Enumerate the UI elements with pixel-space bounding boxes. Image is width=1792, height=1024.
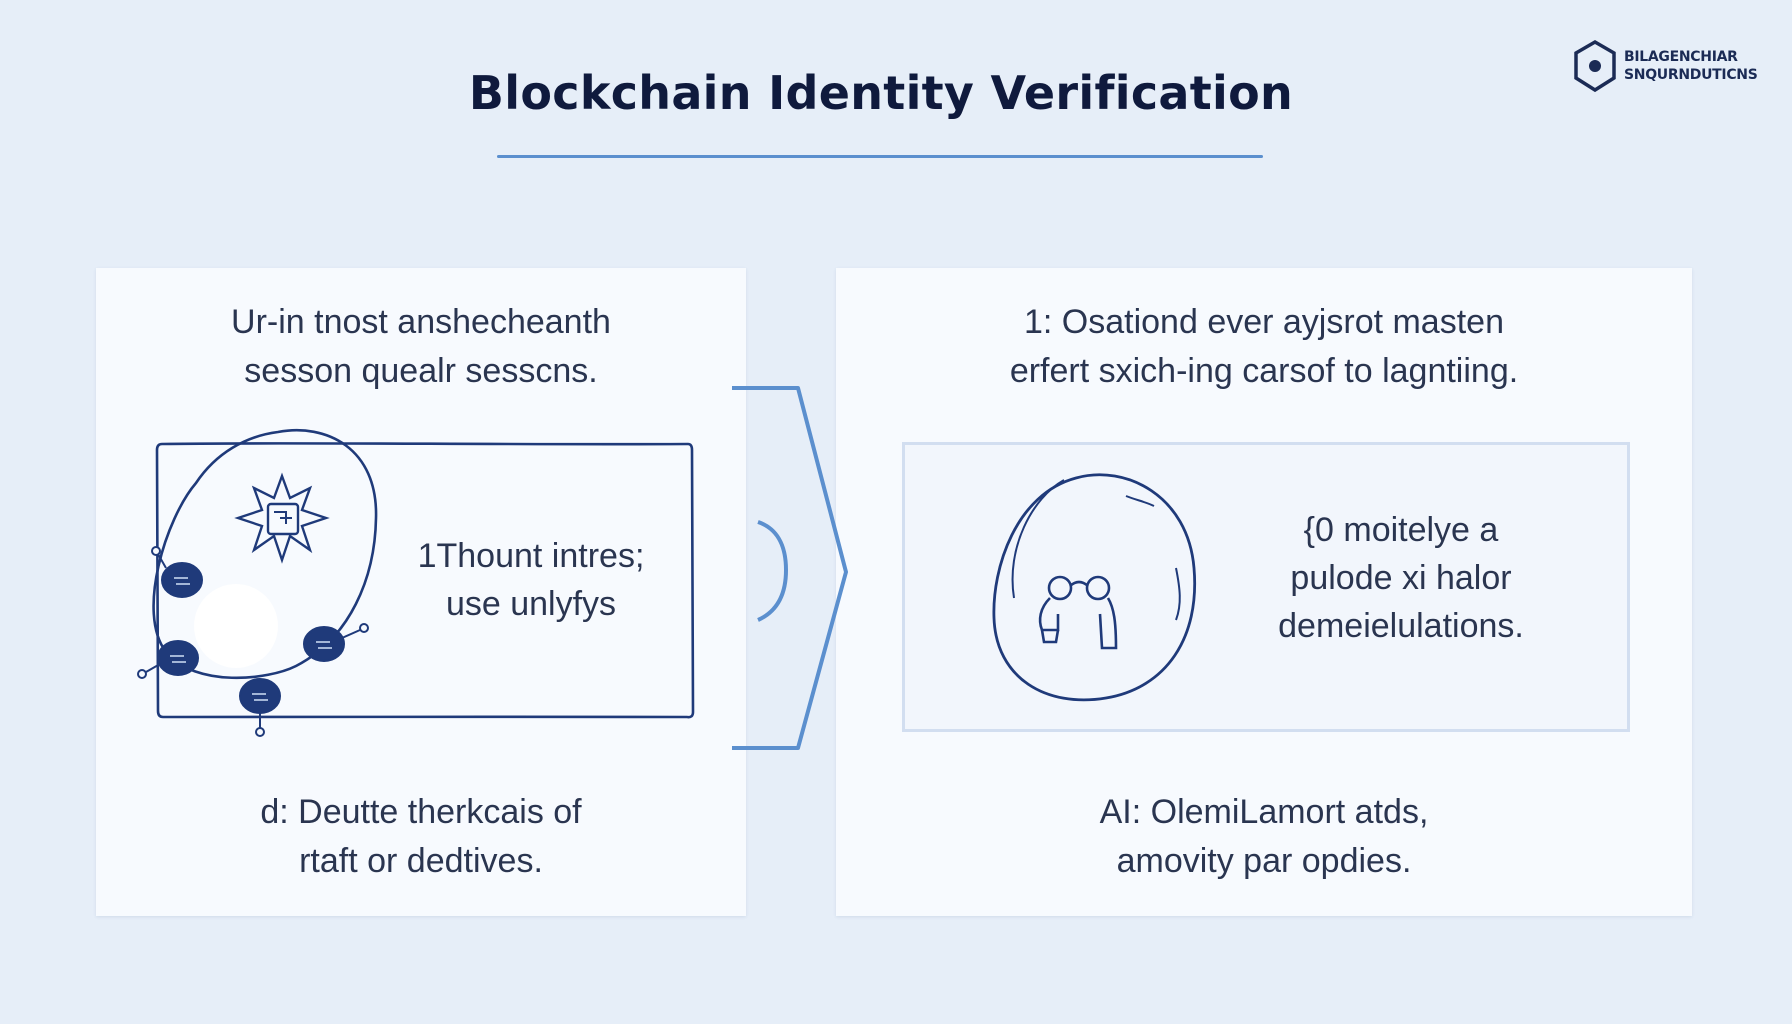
right-bottom-text: AI: OlemiLamort atds, amovity par opdies… <box>836 788 1692 886</box>
right-top-line-1: 1: Osationd ever ayjsrot masten <box>1023 303 1504 341</box>
left-inner-text: 1Thount intres; use unlyfys <box>386 532 676 628</box>
logo-line-1: BILAGENCHIAR <box>1624 49 1738 65</box>
left-inner-line-2: use unlyfys <box>445 585 617 623</box>
figures-icon <box>1038 575 1118 650</box>
brand-logo: BILAGENCHIAR SNQURNDUTICNS <box>1572 38 1772 98</box>
left-top-line-2: sesson quealr sesscns. <box>244 352 598 390</box>
right-inner-line-3: demeielulations. <box>1278 607 1524 645</box>
left-bottom-line-1: d: Deutte therkcais of <box>260 793 582 831</box>
gear-starburst-icon <box>266 502 300 536</box>
page-title: Blockchain Identity Verification <box>468 66 1294 120</box>
right-top-text: 1: Osationd ever ayjsrot masten erfert s… <box>836 298 1692 396</box>
network-node-icon <box>137 428 695 737</box>
blob-icon <box>992 473 1197 702</box>
right-bottom-line-1: AI: OlemiLamort atds, <box>1099 793 1429 831</box>
left-top-text: Ur-in tnost anshecheanth sesson quealr s… <box>96 298 746 396</box>
left-bottom-line-2: rtaft or dedtives. <box>299 842 543 880</box>
right-inner-box <box>902 442 1630 732</box>
left-bottom-text: d: Deutte therkcais of rtaft or dedtives… <box>96 788 746 886</box>
right-bottom-line-2: amovity par opdies. <box>1116 842 1412 880</box>
right-inner-line-1: {0 moitelye a <box>1303 511 1499 549</box>
right-inner-text: {0 moitelye a pulode xi halor demeielula… <box>1236 506 1566 650</box>
left-top-line-1: Ur-in tnost anshecheanth <box>231 303 611 341</box>
left-inner-line-1: 1Thount intres; <box>417 537 645 575</box>
left-panel: Ur-in tnost anshecheanth sesson quealr s… <box>96 268 746 916</box>
title-underline <box>497 155 1263 158</box>
logo-text: BILAGENCHIAR SNQURNDUTICNS <box>1624 48 1758 84</box>
right-top-line-2: erfert sxich-ing carsof to lagntiing. <box>1009 352 1519 390</box>
hexagon-logo-icon <box>1574 39 1616 93</box>
right-panel: 1: Osationd ever ayjsrot masten erfert s… <box>836 268 1692 916</box>
logo-line-2: SNQURNDUTICNS <box>1624 67 1758 83</box>
right-inner-line-2: pulode xi halor <box>1290 559 1512 597</box>
